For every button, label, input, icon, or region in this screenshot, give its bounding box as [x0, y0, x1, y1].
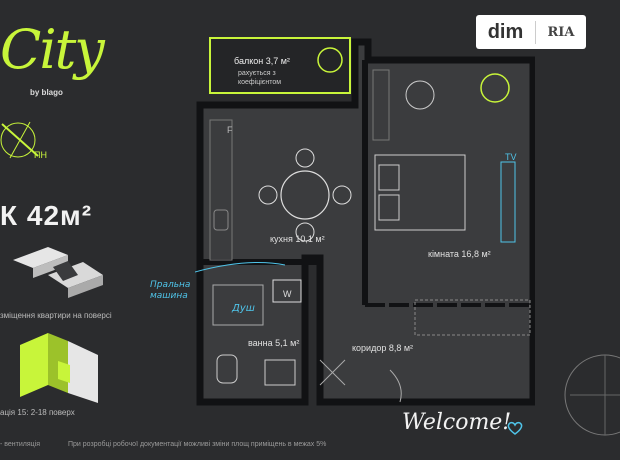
- laundry-annotation: Пральна машина: [150, 280, 191, 301]
- balcony-note: рахується з коефіцієнтом: [238, 70, 282, 86]
- balcony-area: [209, 37, 351, 94]
- welcome-text: Welcome!: [402, 410, 512, 435]
- section-floors-diagram: [20, 333, 98, 403]
- compass-north-label: ПН: [34, 150, 47, 160]
- badge-ria: RIA: [547, 24, 575, 40]
- badge-dim: dim: [476, 20, 536, 44]
- floor-position-diagram: [13, 247, 103, 298]
- dimria-badge[interactable]: dim RIA: [476, 15, 586, 49]
- corridor-label: коридор 8,8 м²: [352, 343, 414, 353]
- heart-icon: [507, 421, 523, 435]
- area-disclaimer: При розробці робочої документації можлив…: [68, 441, 327, 448]
- compass-icon: [0, 121, 39, 159]
- kitchen-label: кухня 10,1 м²: [270, 234, 325, 244]
- washer-mark: W: [283, 289, 292, 299]
- position-caption: зміщення квартири на поверсі: [0, 311, 112, 320]
- tree-icon: [564, 354, 620, 436]
- balcony-label: балкон 3,7 м²: [234, 56, 290, 66]
- bathroom-label: ванна 5,1 м²: [248, 338, 300, 348]
- ventilation-legend: - вентиляція: [0, 441, 41, 448]
- tv-mark: TV: [505, 152, 517, 162]
- room-label: кімната 16,8 м²: [428, 249, 491, 259]
- floor-plan: [195, 37, 535, 406]
- apartment-type-area: К 42м²: [0, 200, 93, 231]
- logo-subtitle: by blago: [30, 88, 63, 97]
- shower-annotation: Душ: [232, 303, 255, 314]
- fridge-mark: F: [227, 125, 233, 135]
- floors-caption: ація 15: 2-18 поверх: [0, 408, 75, 417]
- city-logo: City: [0, 18, 105, 81]
